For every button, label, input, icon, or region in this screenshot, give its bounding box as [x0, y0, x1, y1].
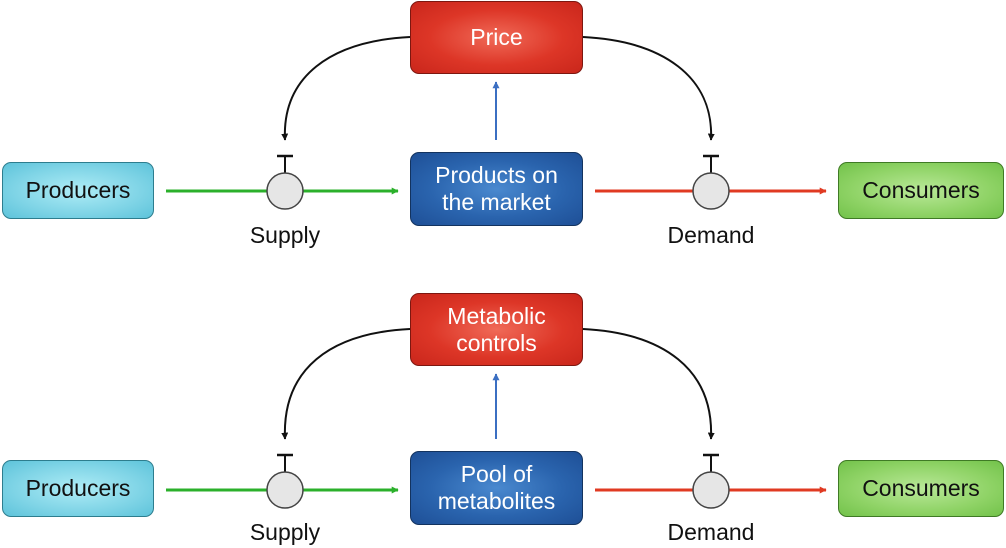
- pool-of-metabolites-label-line-1: Pool of: [460, 461, 533, 487]
- demand-regulation-arrow: [582, 328, 715, 440]
- demand-label: Demand: [667, 222, 755, 248]
- pool-of-metabolites-label-line-2: metabolites: [437, 488, 556, 514]
- products-on-market-label-line-1: Products on: [435, 162, 558, 188]
- supply-regulation-arrow: [281, 328, 411, 440]
- demand-regulation-arrow: [582, 36, 715, 141]
- metabolic-controls-label-line-1: Metabolic: [447, 302, 546, 329]
- metabolic-controls-label-line-2: controls: [456, 329, 537, 356]
- consumers-box: Consumers: [838, 162, 1004, 219]
- products-on-market-box: Products on the market: [410, 152, 583, 226]
- demand-label: Demand: [667, 519, 755, 545]
- producers-box: Producers: [2, 162, 154, 219]
- supply-valve: [266, 471, 304, 509]
- products-on-market-label-line-2: the market: [442, 189, 551, 215]
- supply-valve: [266, 172, 304, 210]
- metabolic-controls-box: Metabolic controls: [410, 293, 583, 366]
- producers-box: Producers: [2, 460, 154, 517]
- demand-valve: [692, 172, 730, 210]
- supply-regulation-arrow: [281, 36, 411, 141]
- pool-of-metabolites-box: Pool of metabolites: [410, 451, 583, 525]
- consumers-box: Consumers: [838, 460, 1004, 517]
- price-box-label: Price: [470, 24, 523, 50]
- supply-label: Supply: [249, 222, 321, 248]
- producers-label: Producers: [25, 475, 131, 501]
- consumers-label: Consumers: [862, 475, 980, 501]
- demand-valve: [692, 471, 730, 509]
- consumers-label: Consumers: [862, 177, 980, 203]
- supply-label: Supply: [249, 519, 321, 545]
- producers-label: Producers: [25, 177, 131, 203]
- price-box: Price: [410, 1, 583, 74]
